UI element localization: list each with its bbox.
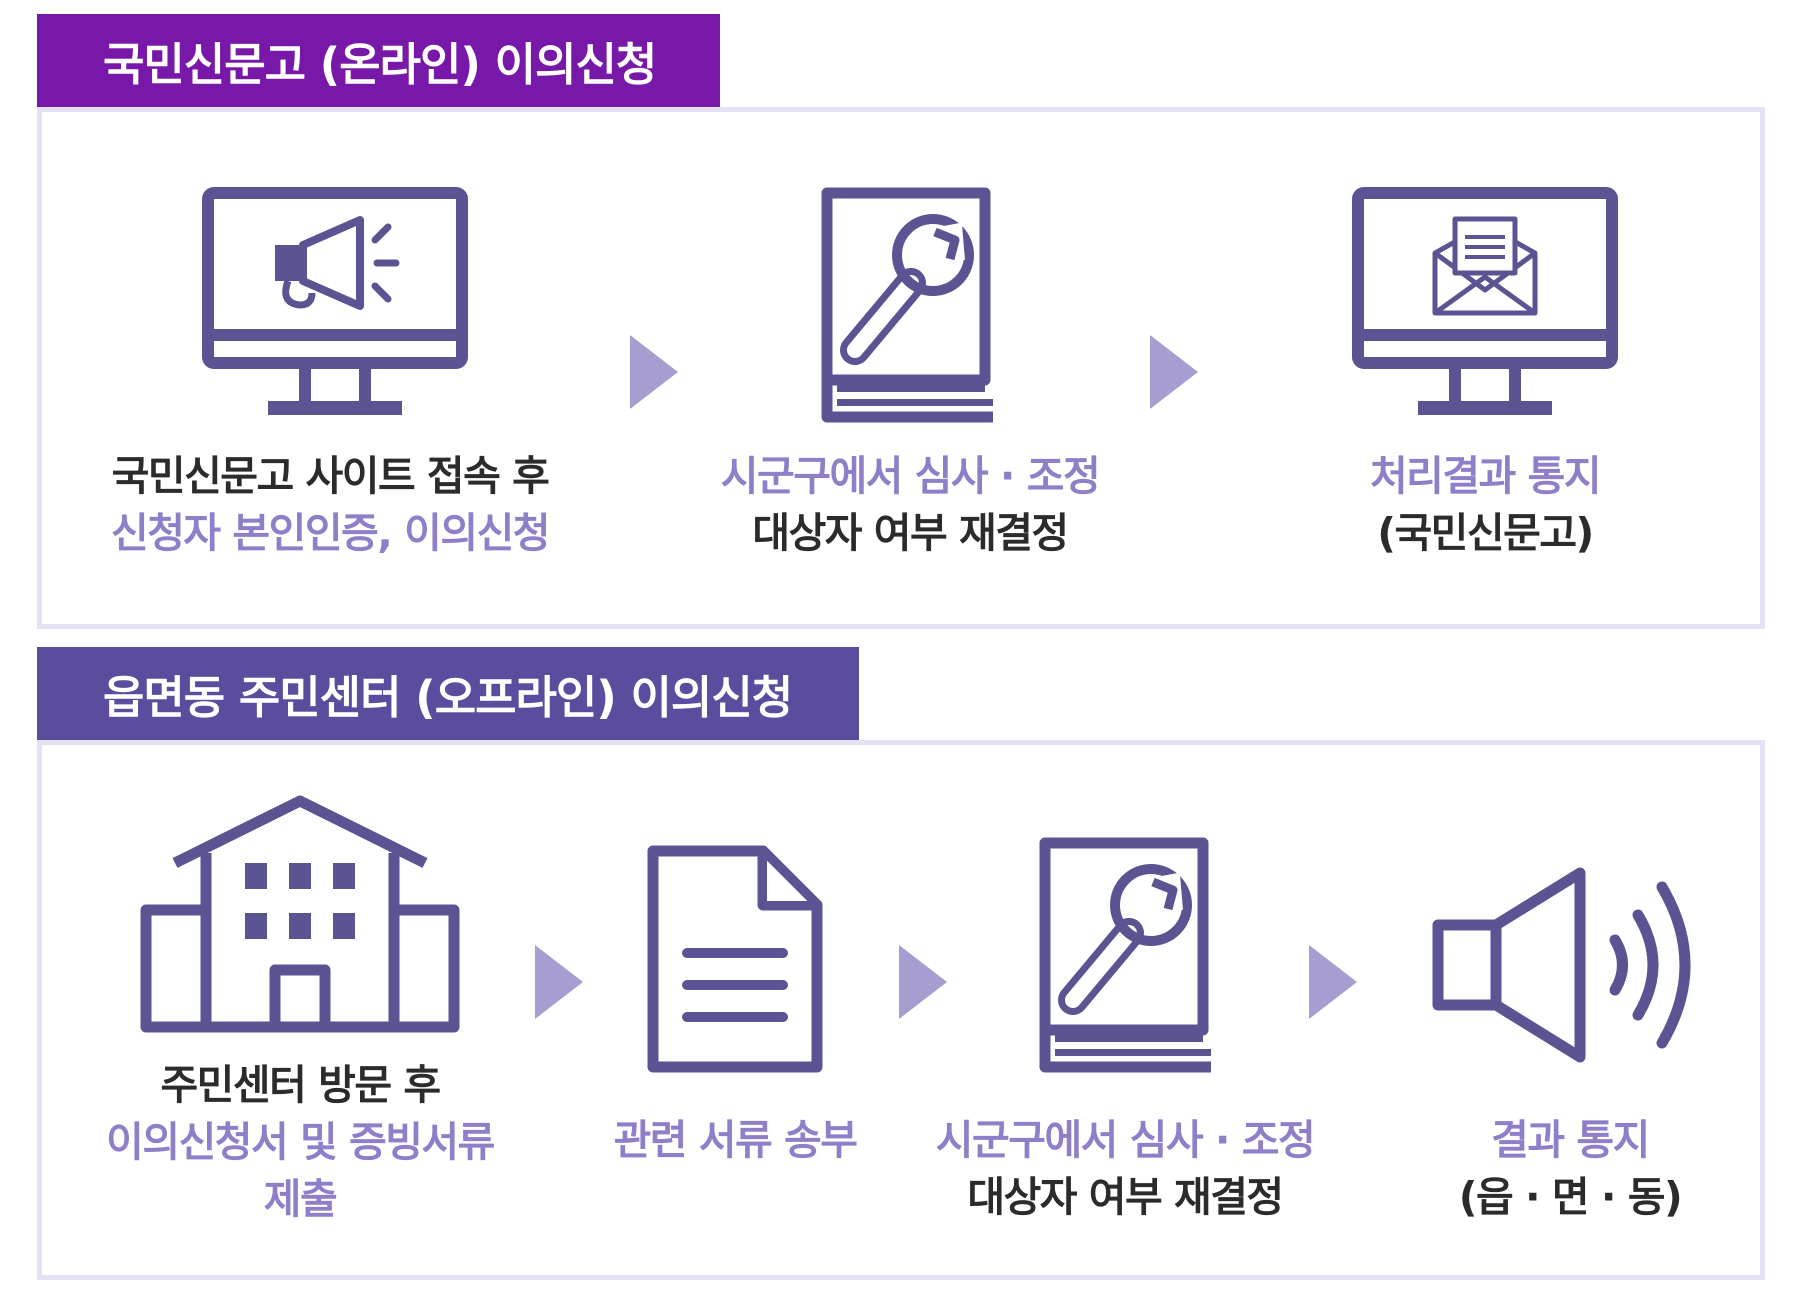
next-step-arrow [535, 945, 583, 1019]
step-caption: 결과 통지 (읍 · 면 · 동) [1458, 1116, 1683, 1221]
building-icon [140, 795, 460, 1033]
step-caption: 시군구에서 심사 · 조정 대상자 여부 재결정 [935, 1116, 1316, 1221]
speaker-icon [1432, 867, 1691, 1063]
monitor-megaphone-icon [202, 187, 468, 415]
document-icon [647, 845, 823, 1073]
offline-section-title: 읍면동 주민센터 (오프라인) 이의신청 [37, 647, 859, 740]
monitor-envelope-icon [1352, 187, 1618, 415]
next-step-arrow [899, 945, 947, 1019]
next-step-arrow [1309, 945, 1357, 1019]
step-caption: 국민신문고 사이트 접속 후 신청자 본인인증, 이의신청 [110, 452, 551, 557]
online-section-title: 국민신문고 (온라인) 이의신청 [37, 14, 720, 107]
wrench-book-icon [821, 187, 993, 423]
step-caption: 관련 서류 송부 [613, 1116, 858, 1164]
step-caption: 시군구에서 심사 · 조정 대상자 여부 재결정 [720, 452, 1101, 557]
step-caption: 주민센터 방문 후 이의신청서 및 증빙서류 제출 [106, 1061, 495, 1223]
next-step-arrow [1150, 335, 1198, 409]
wrench-book-icon [1039, 837, 1211, 1073]
next-step-arrow [630, 335, 678, 409]
step-caption: 처리결과 통지 (국민신문고) [1369, 452, 1602, 557]
